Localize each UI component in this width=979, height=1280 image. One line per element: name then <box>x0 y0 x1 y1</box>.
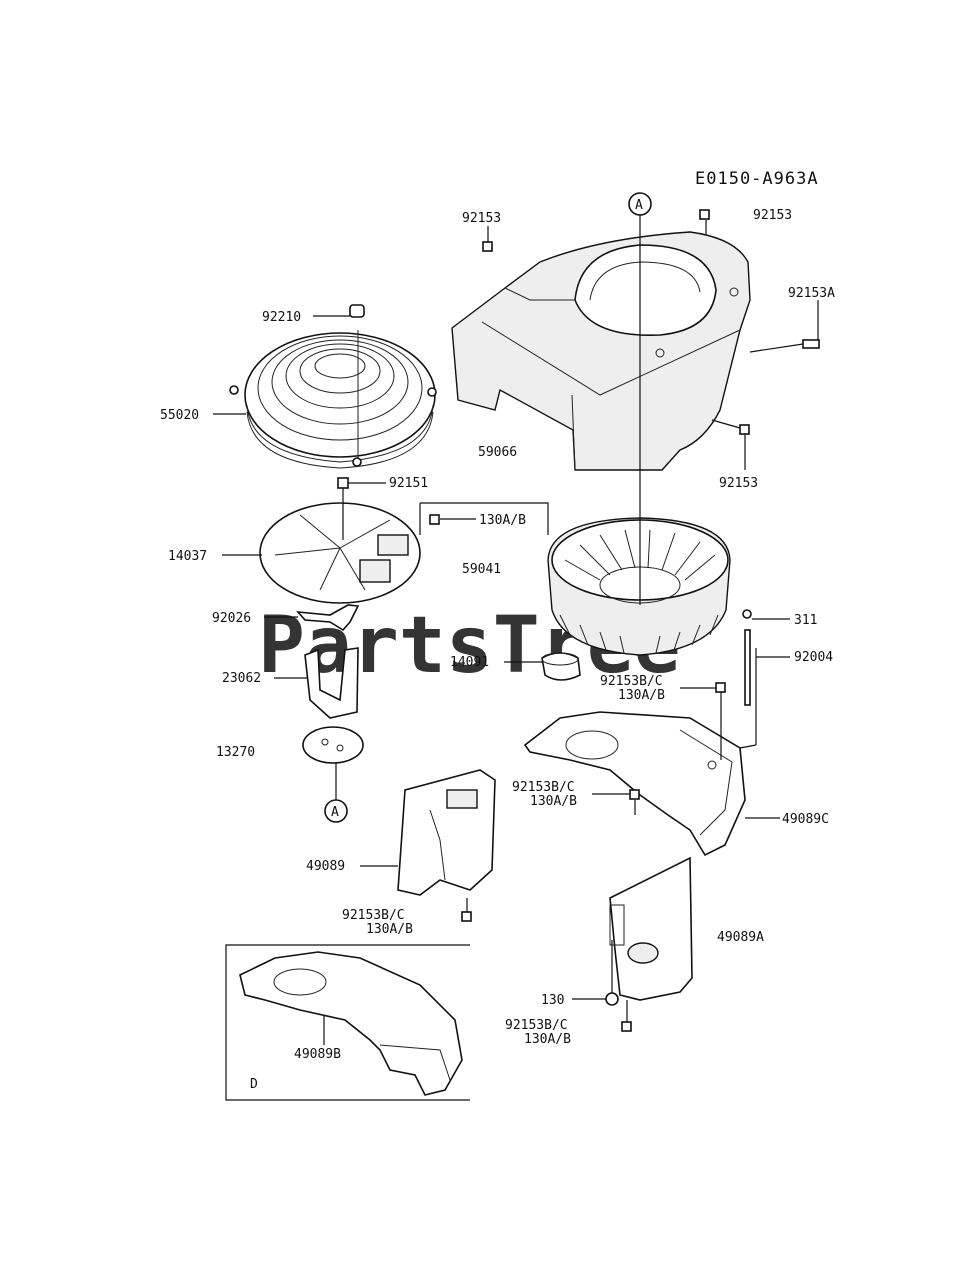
cooling-fan-59041 <box>547 517 731 656</box>
label-49089B: 49089B <box>294 1047 341 1062</box>
label-92151: 92151 <box>389 476 428 491</box>
label-59041: 59041 <box>462 562 501 577</box>
baffle-49089 <box>397 769 496 896</box>
label-92153BC-3: 92153B/C <box>342 908 405 923</box>
label-23062: 23062 <box>222 671 261 686</box>
label-92153BC-4: 92153B/C <box>505 1018 568 1033</box>
label-92153-top-right: 92153 <box>753 208 792 223</box>
ref-marker-top: A <box>628 192 652 216</box>
plate-13270 <box>302 726 364 764</box>
inset-box-d: D <box>225 944 470 1101</box>
label-92004: 92004 <box>794 650 833 665</box>
label-130AB-2: 130A/B <box>530 794 577 809</box>
label-130AB-3: 130A/B <box>366 922 413 937</box>
label-92153-top-left: 92153 <box>462 211 501 226</box>
ref-marker-bottom: A <box>324 799 348 823</box>
spacer-92026 <box>296 604 360 632</box>
label-130AB-4: 130A/B <box>524 1032 571 1047</box>
bracket-23062 <box>304 647 359 719</box>
label-49089C: 49089C <box>782 812 829 827</box>
label-92153A: 92153A <box>788 286 835 301</box>
part-labels: 92153 92153 92153A 92210 55020 59066 921… <box>160 208 835 1062</box>
ref-marker-top-label: A <box>635 198 643 213</box>
label-92153-mid: 92153 <box>719 476 758 491</box>
diagram-code: E0150-A963A <box>695 169 819 189</box>
label-55020: 55020 <box>160 408 199 423</box>
label-59066: 59066 <box>478 445 517 460</box>
label-92153BC-1: 92153B/C <box>600 674 663 689</box>
baffle-49089A <box>609 856 693 1001</box>
label-49089: 49089 <box>306 859 345 874</box>
label-14037: 14037 <box>168 549 207 564</box>
label-13270: 13270 <box>216 745 255 760</box>
ref-marker-bottom-label: A <box>331 805 339 820</box>
label-311: 311 <box>794 613 817 628</box>
leader-lines <box>213 214 819 1045</box>
label-49089A: 49089A <box>717 930 764 945</box>
cup-14091 <box>541 652 581 681</box>
label-130AB-top: 130A/B <box>479 513 526 528</box>
inset-marker-label: D <box>250 1077 258 1092</box>
fan-plate-14037 <box>259 502 421 604</box>
baffle-49089C <box>523 711 746 857</box>
label-130AB-1: 130A/B <box>618 688 665 703</box>
label-130: 130 <box>541 993 564 1008</box>
bolt-hardware <box>429 209 820 1032</box>
label-92210: 92210 <box>262 310 301 325</box>
blower-housing-59066 <box>451 231 751 471</box>
screen-55020 <box>229 330 437 469</box>
nut-92210 <box>349 304 365 318</box>
label-92026: 92026 <box>212 611 251 626</box>
label-14091: 14091 <box>450 655 489 670</box>
label-92153BC-2: 92153B/C <box>512 780 575 795</box>
